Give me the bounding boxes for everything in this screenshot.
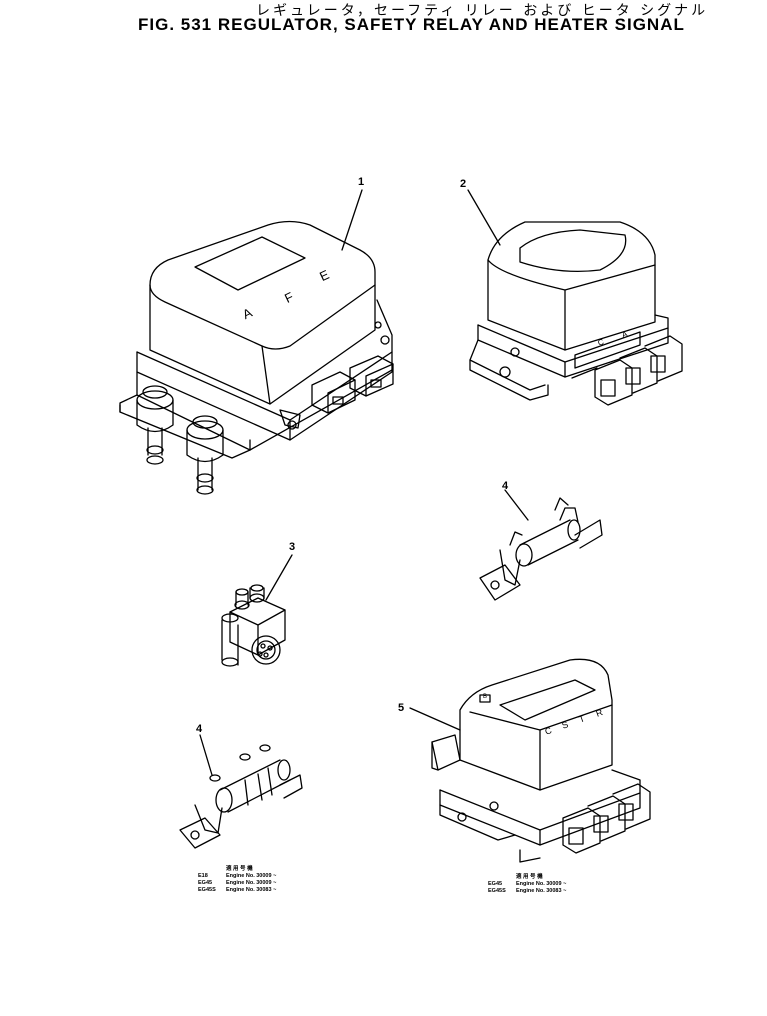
title-japanese: レギュレータ，セーフティ リレー および ヒータ シグナル [256, 3, 709, 19]
callout-1: 1 [358, 176, 365, 188]
callout-4-lower: 4 [196, 723, 203, 735]
part-2-safety-relay [468, 190, 682, 405]
part-4-heater-signal-lower [180, 735, 302, 848]
title-english: FIG. 531 REGULATOR, SAFETY RELAY AND HEA… [138, 15, 685, 34]
callout-5: 5 [398, 702, 405, 714]
part-4-heater-signal-upper [480, 490, 602, 600]
callout-3: 3 [289, 541, 296, 553]
relay5-mark-b: B [483, 694, 488, 700]
notes-right-header: 適 用 号 機 [516, 874, 543, 880]
notes-left-header: 適 用 号 機 [226, 866, 253, 872]
part-1-regulator [120, 190, 393, 494]
callout-4-upper: 4 [502, 480, 509, 492]
part-3-sender-unit [222, 555, 292, 666]
callout-2: 2 [460, 178, 467, 190]
part-5-safety-relay [410, 659, 650, 862]
